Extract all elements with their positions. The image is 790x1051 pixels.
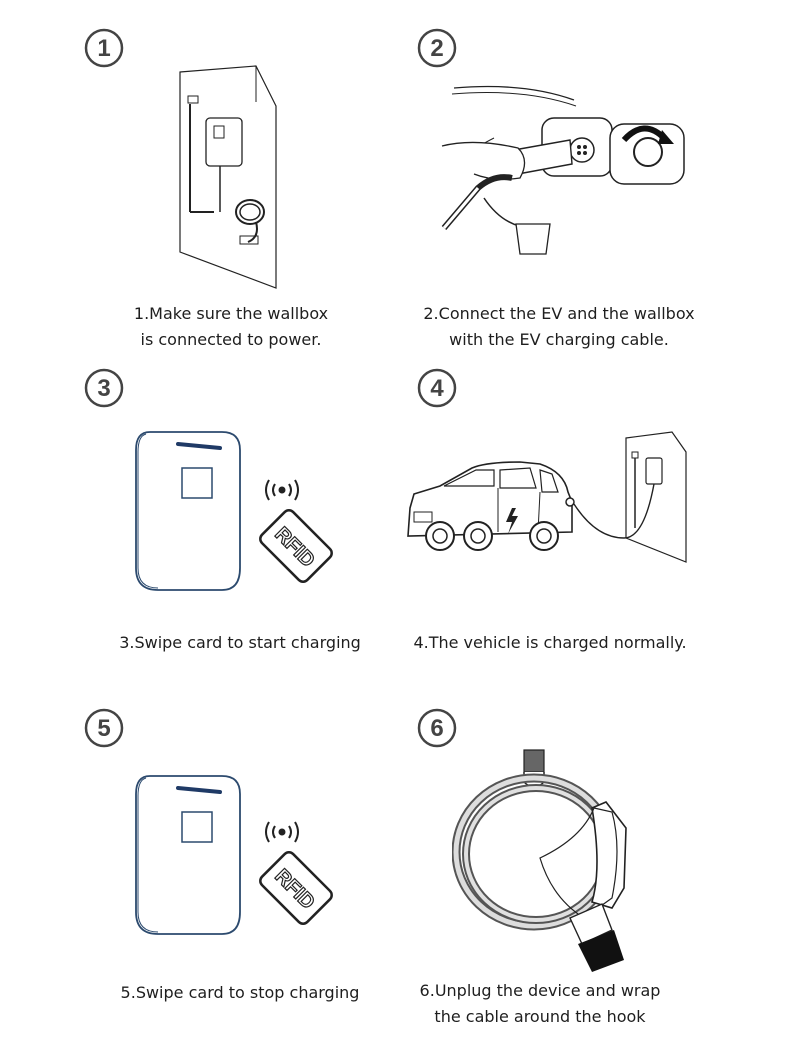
step-6-caption: 6.Unplug the device and wrap the cable a… [402, 978, 678, 1030]
step-6-caption-line-2: the cable around the hook [434, 1007, 646, 1026]
step-1-caption-line-2: is connected to power. [140, 330, 322, 349]
step-2-number-badge: 2 [417, 28, 457, 68]
step-6-caption-line-1: 6.Unplug the device and wrap [419, 981, 661, 1000]
wallbox-rfid-start-illustration: RFID [135, 431, 333, 591]
wallbox-rfid-stop-illustration: RFID [135, 775, 333, 935]
step-2-caption: 2.Connect the EV and the wallbox with th… [418, 301, 700, 353]
plug-into-car-illustration [441, 85, 685, 255]
step-4-caption: 4.The vehicle is charged normally. [408, 630, 692, 656]
step-2-number: 2 [430, 35, 443, 62]
step-1-caption: 1.Make sure the wallbox is connected to … [120, 301, 342, 353]
step-2-caption-line-1: 2.Connect the EV and the wallbox [423, 304, 695, 323]
step-3-caption: 3.Swipe card to start charging [110, 630, 370, 656]
step-4-caption-line-1: 4.The vehicle is charged normally. [413, 633, 687, 652]
step-3-caption-line-1: 3.Swipe card to start charging [119, 633, 361, 652]
step-5-caption: 5.Swipe card to stop charging [110, 980, 370, 1006]
step-4-number-badge: 4 [417, 368, 457, 408]
step-5-caption-line-1: 5.Swipe card to stop charging [120, 983, 360, 1002]
step-3-number: 3 [97, 375, 110, 402]
step-4-number: 4 [430, 375, 444, 402]
step-2-caption-line-2: with the EV charging cable. [449, 330, 669, 349]
step-6-number: 6 [430, 715, 443, 742]
step-1-number-badge: 1 [84, 28, 124, 68]
step-1-number: 1 [97, 35, 110, 62]
car-charging-illustration [407, 431, 687, 563]
step-6-number-badge: 6 [417, 708, 457, 748]
step-5-number-badge: 5 [84, 708, 124, 748]
step-5-number: 5 [97, 715, 110, 742]
step-3-number-badge: 3 [84, 368, 124, 408]
cable-on-hook-illustration [452, 749, 627, 972]
wallbox-on-wall-illustration [179, 65, 277, 289]
step-1-caption-line-1: 1.Make sure the wallbox [133, 304, 329, 323]
